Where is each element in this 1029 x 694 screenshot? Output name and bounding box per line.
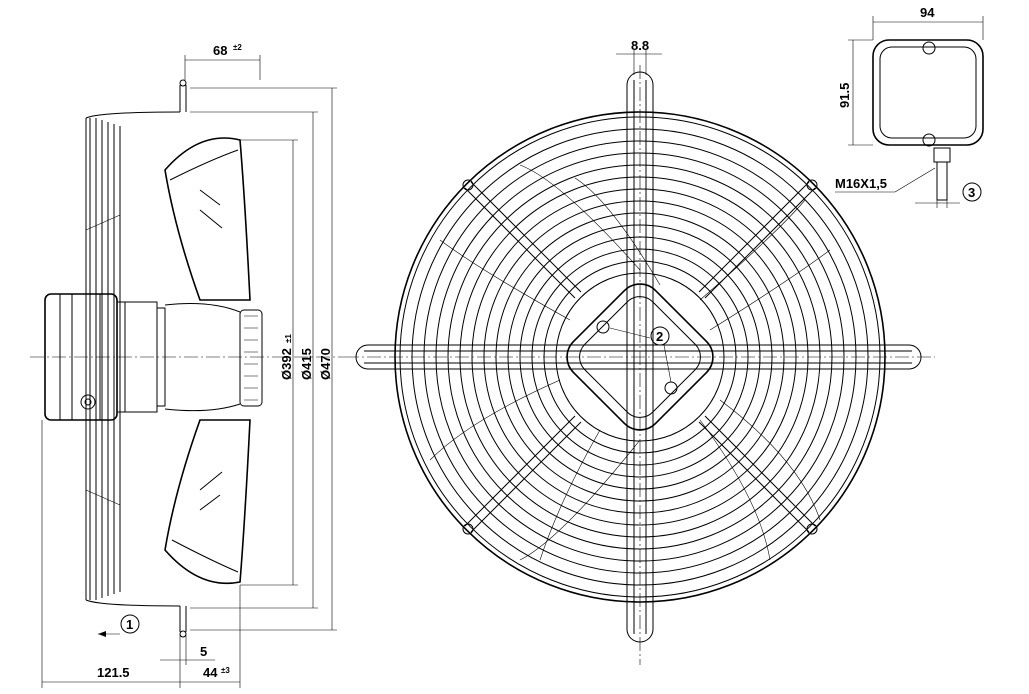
front-view: 2 8.8 — [345, 38, 935, 665]
dia-415-label: Ø415 — [299, 348, 314, 380]
guard-rings — [394, 111, 886, 603]
thread-label: M16X1,5 — [835, 176, 887, 191]
side-motor — [44, 293, 166, 421]
hub-screw-bottom — [664, 381, 678, 395]
side-impeller — [164, 137, 263, 585]
callout-2-label: 2 — [656, 329, 663, 344]
hub-screw-top — [596, 320, 610, 334]
dia-392-label: Ø392 — [279, 348, 294, 380]
dim-44-tol: ±3 — [221, 666, 230, 675]
blade-outlines — [429, 164, 831, 561]
dim-5-label: 5 — [200, 644, 207, 659]
dim-91-5-label: 91.5 — [837, 83, 852, 108]
dim-94-label: 94 — [920, 5, 935, 20]
terminal-box — [872, 39, 984, 146]
terminal-screw-top — [922, 41, 936, 55]
callout-1: 1 — [98, 614, 140, 637]
side-view: 68 ±2 Ø392 ±1 Ø415 Ø470 1 — [30, 43, 345, 688]
dim-68-tol: ±2 — [233, 43, 242, 52]
dia-392-tol: ±1 — [284, 334, 293, 343]
dim-68-label: 68 — [213, 43, 227, 58]
front-dim-top: 8.8 — [616, 38, 662, 75]
side-dim-diameters: Ø392 ±1 Ø415 Ø470 — [190, 87, 337, 631]
side-dim-top: 68 ±2 — [184, 43, 261, 80]
side-guard-grille — [85, 79, 187, 638]
cable-gland — [933, 147, 951, 163]
side-dim-bottom: 121.5 5 44 ±3 — [41, 420, 241, 688]
hub — [566, 283, 714, 431]
dia-470-label: Ø470 — [318, 348, 333, 380]
dim-44-label: 44 — [203, 665, 218, 680]
dim-8-8-label: 8.8 — [631, 38, 649, 53]
terminal-screw-bottom — [922, 133, 936, 147]
terminal-box-view: 94 91.5 M16X1,5 3 — [835, 5, 984, 208]
guard-struts — [355, 71, 922, 643]
dim-121-5-label: 121.5 — [97, 665, 130, 680]
callout-3-label: 3 — [968, 185, 975, 200]
callout-1-label: 1 — [126, 617, 133, 632]
callout-2: 2 — [609, 326, 672, 383]
